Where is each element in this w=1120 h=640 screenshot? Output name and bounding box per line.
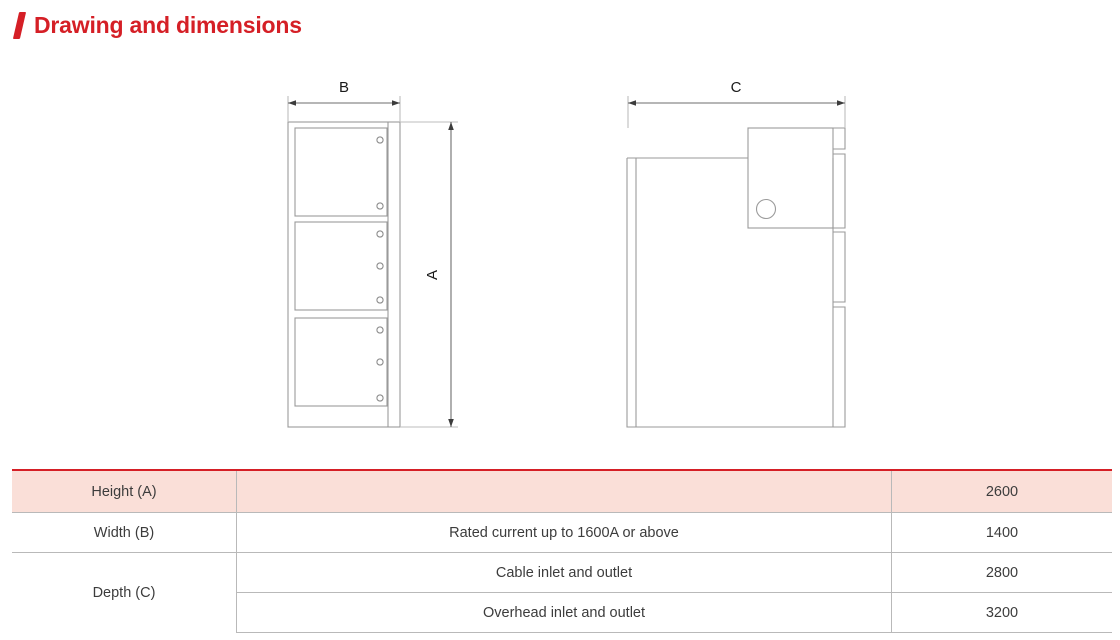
dimensions-table: Height (A) 2600 Width (B) Rated current …: [12, 469, 1112, 633]
front-view-cabinet-outline: [287, 121, 401, 428]
side-view-body-outline: [626, 158, 834, 428]
cell-dimension-value: 1400: [891, 512, 1112, 553]
front-view-drawing: [287, 96, 458, 428]
cell-dimension-value: 2800: [891, 552, 1112, 593]
cell-dimension-description: Cable inlet and outlet: [236, 552, 892, 593]
table-row: Height (A) 2600: [12, 469, 1112, 513]
table-row: Depth (C) Cable inlet and outlet 2800: [12, 552, 1112, 633]
side-view-port-circle: [755, 198, 777, 220]
page-title: Drawing and dimensions: [12, 12, 302, 39]
dimension-label-a: A: [424, 270, 441, 280]
cell-dimension-description: Overhead inlet and outlet: [236, 592, 892, 633]
title-accent-slash-icon: [12, 12, 27, 39]
dimension-label-c: C: [731, 79, 742, 96]
technical-drawing-area: B A C: [0, 70, 1120, 450]
cell-dimension-value: 2600: [891, 469, 1112, 513]
front-view-panel-2: [294, 221, 388, 311]
table-row: Width (B) Rated current up to 1600A or a…: [12, 512, 1112, 553]
front-view-panel-1: [294, 127, 388, 217]
table-row: Overhead inlet and outlet 3200: [12, 592, 1112, 633]
side-view-drawing: [626, 96, 846, 428]
cell-dimension-value: 3200: [891, 592, 1112, 633]
front-view-panel-3: [294, 317, 388, 407]
dimension-drawing-svg: B A C: [287, 79, 846, 428]
cell-dimension-description: [236, 469, 892, 513]
side-view-top-block: [747, 127, 834, 229]
side-view-right-flanges: [833, 127, 846, 428]
cell-dimension-label: Depth (C): [12, 552, 237, 633]
cell-dimension-description: Rated current up to 1600A or above: [236, 512, 892, 553]
cell-dimension-label: Height (A): [12, 469, 237, 513]
page-title-text: Drawing and dimensions: [34, 12, 302, 38]
dimension-label-b: B: [339, 79, 349, 96]
cell-dimension-label: Width (B): [12, 512, 237, 553]
